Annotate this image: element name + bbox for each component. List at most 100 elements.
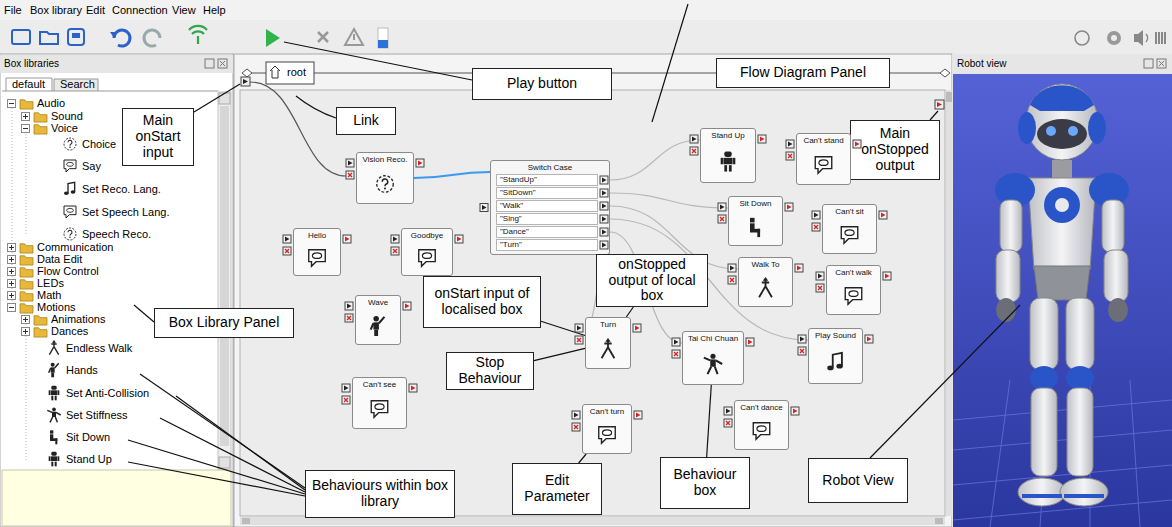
port-square xyxy=(634,411,642,419)
behaviour-box: Can't stand xyxy=(796,133,851,185)
port-mark xyxy=(748,340,753,345)
port-square xyxy=(798,347,806,355)
behaviour-box: Stand Up xyxy=(700,128,756,183)
behaviour-box: Play Sound xyxy=(808,328,863,384)
box-library-panel xyxy=(0,54,233,527)
box-title: Play Sound xyxy=(811,331,860,340)
tree-item: Math xyxy=(37,289,61,302)
port-square xyxy=(812,211,820,219)
port-square xyxy=(816,272,824,280)
box-title: Can't sit xyxy=(825,207,874,216)
port-square xyxy=(785,203,793,211)
port-mark xyxy=(405,304,410,309)
callout-text: Flow Diagram Panel xyxy=(740,65,866,81)
tree-item: Choice xyxy=(82,138,116,151)
port-mark xyxy=(344,398,348,402)
port-square xyxy=(283,235,291,243)
port-mark xyxy=(800,349,804,353)
tree-item: Motions xyxy=(37,301,76,314)
port-square xyxy=(342,396,350,404)
port-square xyxy=(403,302,411,310)
tree-item: Data Edit xyxy=(37,253,82,266)
port-square xyxy=(690,147,698,155)
port-mark xyxy=(574,425,578,429)
menu-item: Edit xyxy=(86,4,105,17)
port-square xyxy=(283,235,291,243)
port-square xyxy=(455,235,463,243)
port-square xyxy=(690,147,698,155)
port-square xyxy=(812,223,820,231)
callout-text: Behaviours within box library xyxy=(310,478,450,509)
leader-line xyxy=(534,348,585,360)
port-square xyxy=(342,396,350,404)
callout-text: Main onStopped output xyxy=(855,126,935,173)
port-square xyxy=(883,272,891,280)
tree-item: Stand Up xyxy=(66,453,112,466)
port-mark xyxy=(726,409,731,414)
port-square xyxy=(346,159,354,167)
port-square xyxy=(791,407,799,415)
port-square xyxy=(283,247,291,255)
port-square xyxy=(798,347,806,355)
case-value: "StandUp" xyxy=(496,174,598,186)
port-square xyxy=(816,284,824,292)
port-square xyxy=(690,135,698,143)
port-mark xyxy=(348,173,352,177)
tree-item: Communication xyxy=(37,241,113,254)
box-title: Vision Reco. xyxy=(359,155,411,164)
port-square xyxy=(795,264,803,272)
port-square xyxy=(343,235,351,243)
port-mark xyxy=(787,205,792,210)
callout-text: Robot View xyxy=(822,473,893,489)
port-square xyxy=(575,324,583,332)
port-square xyxy=(634,411,642,419)
port-square xyxy=(391,247,399,255)
port-mark xyxy=(344,386,349,391)
callout-box: Box Library Panel xyxy=(154,308,294,338)
port-mark xyxy=(818,274,823,279)
port-square xyxy=(572,423,580,431)
port-square xyxy=(345,302,353,310)
menu-item: Connection xyxy=(112,4,168,17)
menu-item: File xyxy=(4,4,22,17)
port-mark xyxy=(482,205,487,210)
port-square xyxy=(416,159,424,167)
port-square xyxy=(409,384,417,392)
port-square xyxy=(795,264,803,272)
port-mark xyxy=(818,286,822,290)
case-value: "SitDown" xyxy=(496,187,598,199)
tab-label: default xyxy=(12,78,45,91)
port-mark xyxy=(720,217,724,221)
port-mark xyxy=(814,225,818,229)
link-wire xyxy=(414,172,490,178)
port-square xyxy=(879,211,887,219)
port-square xyxy=(575,336,583,344)
port-square xyxy=(746,338,754,346)
port-square xyxy=(572,411,580,419)
tree-item: Flow Control xyxy=(37,265,99,278)
port-square xyxy=(283,247,291,255)
behaviour-box: Can't sit xyxy=(822,204,877,254)
callout-box: Edit Parameter xyxy=(512,463,602,515)
port-square xyxy=(345,314,353,322)
port-square xyxy=(724,419,732,427)
port-square xyxy=(718,215,726,223)
menu-item: View xyxy=(172,4,196,17)
port-square xyxy=(865,335,873,343)
callout-box: Main onStopped output xyxy=(850,120,940,180)
port-square xyxy=(791,407,799,415)
port-square xyxy=(633,324,641,332)
behaviour-box: Sit Down xyxy=(728,196,783,246)
port-mark xyxy=(393,237,398,242)
port-mark xyxy=(285,249,289,253)
behaviour-box: Can't dance xyxy=(734,400,789,450)
behaviour-box: Can't see xyxy=(352,377,407,429)
port-square xyxy=(728,276,736,284)
port-square xyxy=(633,324,641,332)
port-square xyxy=(345,314,353,322)
tree-item: Sit Down xyxy=(66,431,110,444)
port-mark xyxy=(867,337,872,342)
port-mark xyxy=(674,340,679,345)
port-square xyxy=(572,411,580,419)
port-mark xyxy=(814,213,819,218)
